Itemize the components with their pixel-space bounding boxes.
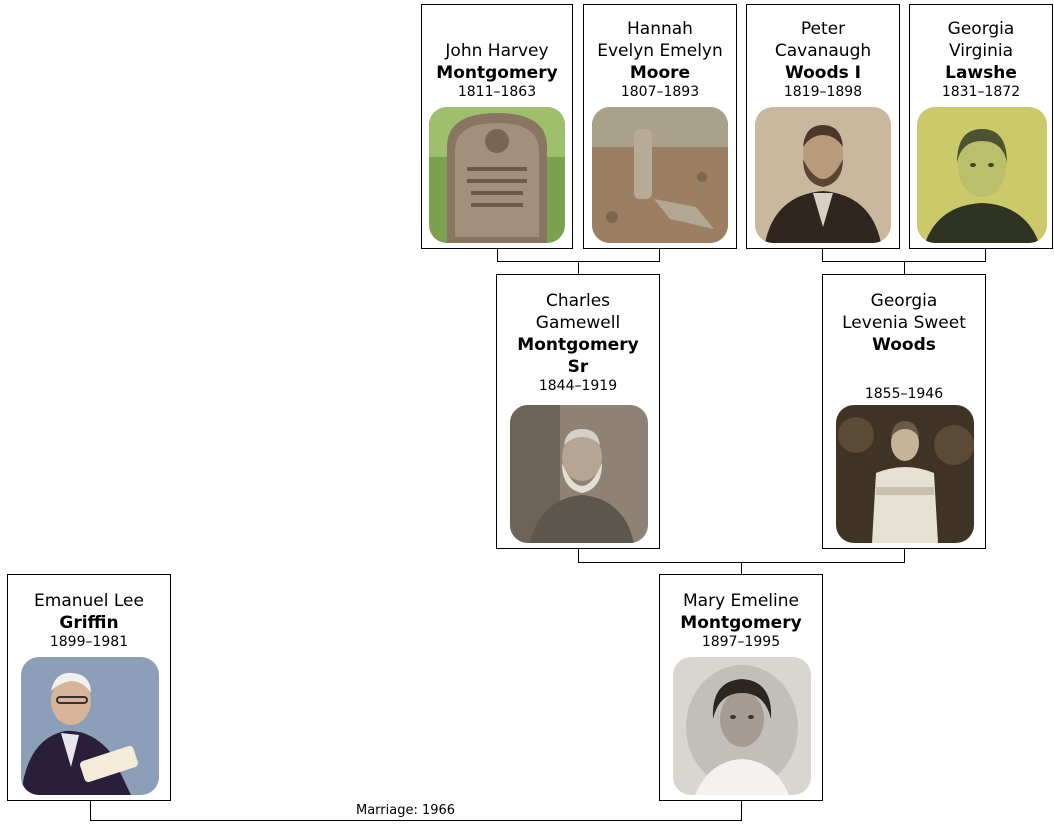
person-years: 1897–1995 [701,634,781,650]
person-first-name: Cavanaugh [774,41,872,61]
connector-line [741,562,742,575]
grave-marker-photo-icon [592,107,728,243]
person-first-name: Evelyn Emelyn [597,41,723,61]
person-first-name: Levenia Sweet [842,313,966,333]
connector-line [90,800,91,820]
person-card-georgia-virginia-lawshe[interactable]: Georgia Virginia Lawshe 1831–1872 [909,4,1053,249]
person-years: 1855–1946 [864,386,944,402]
gravestone-photo-icon [429,107,565,243]
person-first-name: Charles [545,291,611,311]
person-card-mary-emeline-montgomery[interactable]: Mary Emeline Montgomery 1897–1995 [659,574,823,801]
connector-line [904,548,905,562]
connector-line [741,800,742,820]
connector-line [822,248,823,261]
connector-line [497,248,498,261]
connector-line [904,261,905,275]
person-years: 1844–1919 [538,378,618,394]
person-first-name: Hannah [627,19,693,39]
person-years: 1807–1893 [620,84,700,100]
person-first-name: Peter [800,19,846,39]
person-years: 1831–1872 [941,84,1021,100]
person-last-name: Moore [629,63,691,83]
person-first-name: Emanuel Lee [34,591,144,611]
person-last-name: Montgomery [680,613,802,633]
person-first-name: Georgia [870,291,938,311]
person-card-emanuel-lee-griffin[interactable]: Emanuel Lee Griffin 1899–1981 [7,574,171,801]
portrait-photo-icon [510,405,648,543]
person-first-name: Mary Emeline [683,591,799,611]
connector-line [578,261,579,275]
person-first-name: Georgia [947,19,1015,39]
person-card-georgia-levenia-sweet-woods[interactable]: Georgia Levenia Sweet Woods 1855–1946 [822,274,986,549]
connector-line [985,248,986,261]
portrait-photo-icon [673,657,811,795]
person-years: 1819–1898 [783,84,863,100]
person-last-name: Woods I [784,63,862,83]
portrait-photo-icon [917,107,1047,243]
person-last-name: Lawshe [945,63,1017,83]
person-card-charles-gamewell-montgomery-sr[interactable]: Charles Gamewell Montgomery Sr 1844–1919 [496,274,660,549]
person-last-name: Sr [567,357,589,377]
person-card-peter-cavanaugh-woods-i[interactable]: Peter Cavanaugh Woods I 1819–1898 [746,4,900,249]
marriage-line [90,820,742,821]
person-years: 1899–1981 [49,634,129,650]
person-card-john-harvey-montgomery[interactable]: John Harvey Montgomery 1811–1863 [421,4,573,249]
marriage-label: Marriage: 1966 [356,803,456,818]
person-last-name: Montgomery [517,335,639,355]
person-first-name: Gamewell [535,313,621,333]
person-first-name: Virginia [948,41,1014,61]
person-last-name: Montgomery [436,63,558,83]
person-last-name: Woods [872,335,936,355]
person-years: 1811–1863 [457,84,537,100]
connector-line [659,248,660,261]
person-first-name: John Harvey [445,41,549,61]
person-last-name: Griffin [59,613,119,633]
portrait-photo-icon [836,405,974,543]
person-card-hannah-evelyn-emelyn-moore[interactable]: Hannah Evelyn Emelyn Moore 1807–1893 [583,4,737,249]
portrait-photo-icon [755,107,891,243]
connector-line [578,548,579,562]
portrait-photo-icon [21,657,159,795]
